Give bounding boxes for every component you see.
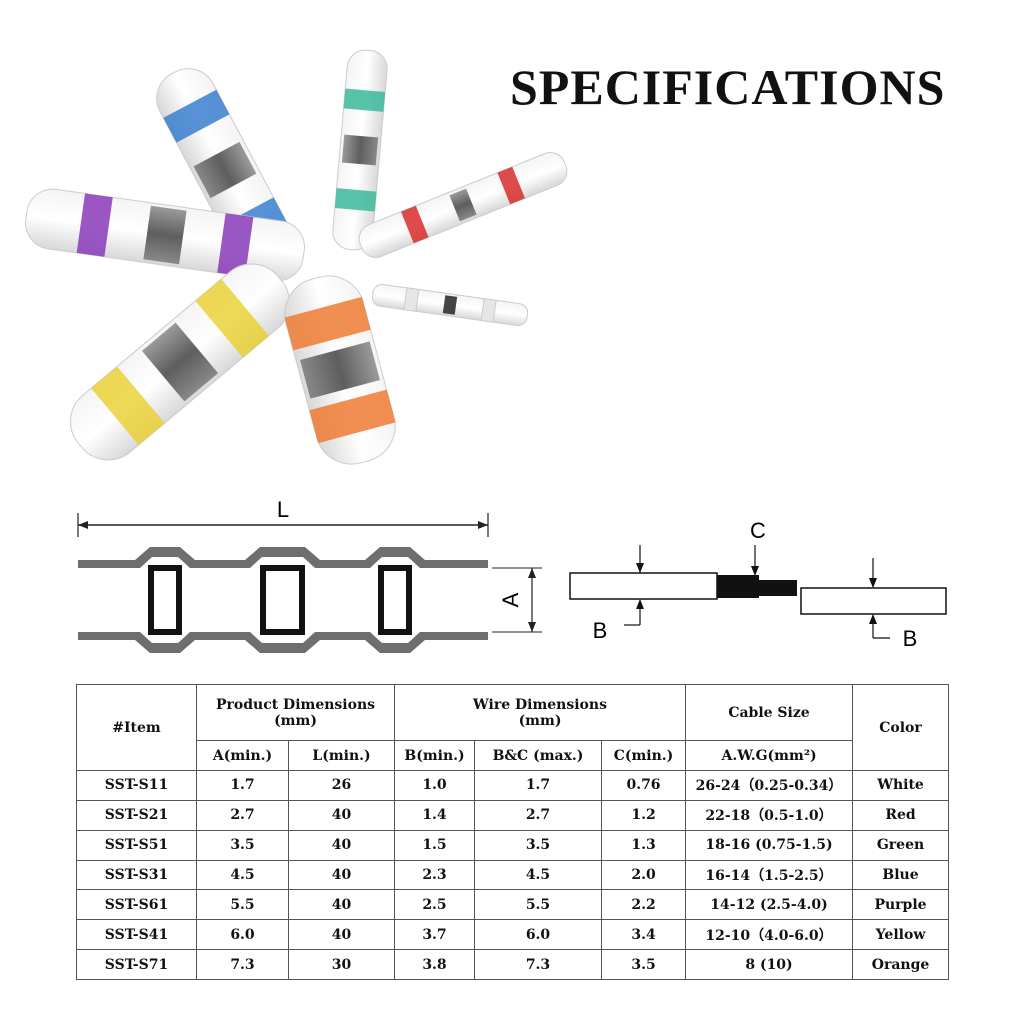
spec-table: #Item Product Dimensions (mm) Wire Dimen… <box>76 684 950 980</box>
table-row: SST-S11 1.7 26 1.0 1.7 0.76 26-24（0.25-0… <box>76 770 950 801</box>
cell-a-min: 5.5 <box>196 889 289 921</box>
cell-a-min: 3.5 <box>196 829 289 861</box>
header-l-min: L(min.) <box>288 740 395 771</box>
cell-l-min: 40 <box>288 829 395 861</box>
inner-diameter-label: A <box>498 592 523 607</box>
c-label: C <box>750 518 766 543</box>
cell-awg: 12-10（4.0-6.0） <box>685 919 854 951</box>
cell-bc-max: 1.7 <box>474 770 602 801</box>
yellow-connector <box>70 263 290 461</box>
cell-c-min: 1.2 <box>600 799 687 831</box>
header-c-min: C(min.) <box>600 740 687 771</box>
green-connector <box>332 49 388 251</box>
page-title: SPECIFICATIONS <box>510 59 946 115</box>
cell-bc-max: 7.3 <box>474 949 602 980</box>
header-wire-dimensions: Wire Dimensions (mm) <box>393 684 687 741</box>
cell-color: White <box>852 770 950 801</box>
white-connector <box>371 283 529 327</box>
header-product-dimensions: Product Dimensions (mm) <box>196 684 395 741</box>
cross-section-diagram: L A <box>77 497 542 653</box>
cell-c-min: 0.76 <box>600 770 687 801</box>
cell-b-min: 1.5 <box>394 829 475 861</box>
cell-b-min: 3.8 <box>394 949 475 980</box>
cell-l-min: 40 <box>288 859 395 891</box>
header-product-dimensions-label: Product Dimensions <box>215 696 376 713</box>
cell-bc-max: 5.5 <box>474 889 602 921</box>
header-product-unit: (mm) <box>274 712 317 729</box>
header-awg: A.W.G(mm²) <box>685 740 854 771</box>
cell-awg: 16-14（1.5-2.5） <box>685 859 854 891</box>
cell-a-min: 7.3 <box>196 949 289 980</box>
cell-c-min: 2.0 <box>600 859 687 891</box>
header-item: #Item <box>76 684 197 771</box>
header-bc-max: B&C (max.) <box>474 740 602 771</box>
cell-color: Blue <box>852 859 950 891</box>
cell-a-min: 2.7 <box>196 799 289 831</box>
cell-a-min: 1.7 <box>196 770 289 801</box>
cell-l-min: 40 <box>288 889 395 921</box>
red-connector <box>358 152 568 258</box>
cell-b-min: 2.5 <box>394 889 475 921</box>
cell-item: SST-S71 <box>76 949 197 980</box>
header-cable-size: Cable Size <box>685 684 854 741</box>
cell-c-min: 3.5 <box>600 949 687 980</box>
cell-item: SST-S51 <box>76 829 197 861</box>
cell-item: SST-S21 <box>76 799 197 831</box>
cell-bc-max: 2.7 <box>474 799 602 831</box>
cell-item: SST-S31 <box>76 859 197 891</box>
table-row: SST-S61 5.5 40 2.5 5.5 2.2 14-12 (2.5-4.… <box>76 889 950 921</box>
cell-awg: 18-16 (0.75-1.5) <box>685 829 854 861</box>
cell-b-min: 2.3 <box>394 859 475 891</box>
cell-awg: 14-12 (2.5-4.0) <box>685 889 854 921</box>
cell-b-min: 3.7 <box>394 919 475 951</box>
table-row: SST-S71 7.3 30 3.8 7.3 3.5 8 (10) Orange <box>76 949 950 980</box>
cell-item: SST-S61 <box>76 889 197 921</box>
b-label-right: B <box>903 626 918 651</box>
table-row: SST-S21 2.7 40 1.4 2.7 1.2 22-18（0.5-1.0… <box>76 799 950 831</box>
header-a-min: A(min.) <box>196 740 289 771</box>
cell-l-min: 26 <box>288 770 395 801</box>
cell-l-min: 40 <box>288 799 395 831</box>
wire-diagram: C B B <box>569 518 947 651</box>
cell-c-min: 2.2 <box>600 889 687 921</box>
cell-item: SST-S41 <box>76 919 197 951</box>
cell-bc-max: 3.5 <box>474 829 602 861</box>
table-row: SST-S31 4.5 40 2.3 4.5 2.0 16-14（1.5-2.5… <box>76 859 950 891</box>
cell-color: Green <box>852 829 950 861</box>
b-label-left: B <box>593 618 608 643</box>
cell-l-min: 40 <box>288 919 395 951</box>
cell-awg: 22-18（0.5-1.0） <box>685 799 854 831</box>
cell-color: Orange <box>852 949 950 980</box>
cell-bc-max: 4.5 <box>474 859 602 891</box>
table-row: SST-S41 6.0 40 3.7 6.0 3.4 12-10（4.0-6.0… <box>76 919 950 951</box>
cell-item: SST-S11 <box>76 770 197 801</box>
cell-color: Purple <box>852 889 950 921</box>
cell-awg: 8 (10) <box>685 949 854 980</box>
header-wire-dimensions-label: Wire Dimensions <box>473 696 607 713</box>
cell-color: Red <box>852 799 950 831</box>
header-color: Color <box>852 684 950 771</box>
orange-connector <box>284 275 396 465</box>
cell-b-min: 1.0 <box>394 770 475 801</box>
length-label: L <box>277 497 289 522</box>
cell-b-min: 1.4 <box>394 799 475 831</box>
cell-l-min: 30 <box>288 949 395 980</box>
cell-color: Yellow <box>852 919 950 951</box>
cell-c-min: 3.4 <box>600 919 687 951</box>
cell-c-min: 1.3 <box>600 829 687 861</box>
product-photo <box>25 49 568 465</box>
cell-bc-max: 6.0 <box>474 919 602 951</box>
cell-a-min: 4.5 <box>196 859 289 891</box>
cell-a-min: 6.0 <box>196 919 289 951</box>
header-wire-unit: (mm) <box>518 712 562 729</box>
cell-awg: 26-24（0.25-0.34） <box>685 770 854 801</box>
purple-connector <box>25 188 305 282</box>
header-b-min: B(min.) <box>394 740 475 771</box>
table-row: SST-S51 3.5 40 1.5 3.5 1.3 18-16 (0.75-1… <box>76 829 950 861</box>
